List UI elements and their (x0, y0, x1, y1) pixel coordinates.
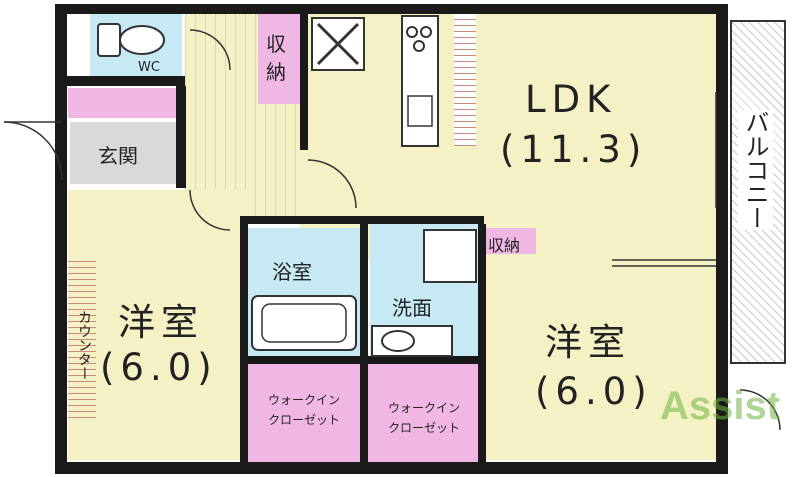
brick-strip (454, 14, 476, 146)
entrance-shoebox (68, 88, 176, 118)
balcony-label: バルコニー (738, 110, 773, 230)
ldk-size: (11.3) (500, 128, 648, 171)
storage-top (258, 12, 303, 104)
refrigerator-icon (311, 17, 365, 71)
wall-bath-left (240, 216, 248, 462)
ldk-label: LDK (525, 78, 617, 121)
windows (612, 92, 717, 267)
western-left-label: 洋室 (118, 301, 204, 344)
storage-top-label: 収 納 (266, 32, 286, 84)
wc-label: WC (138, 60, 160, 75)
wall-bath-right (478, 224, 486, 462)
washbasin-icon (371, 325, 453, 357)
western-right-label: 洋室 (545, 321, 631, 364)
western-left-size: (6.0) (100, 346, 218, 389)
wall-closet-top (244, 356, 484, 364)
storage-small-label: 収納 (488, 236, 521, 255)
walkin-closet-right (368, 364, 480, 462)
bathroom-label: 浴室 (272, 260, 312, 284)
wall-right (716, 4, 728, 474)
stove-icon (401, 15, 439, 147)
door-arcs (189, 29, 781, 431)
washing-machine-icon (423, 229, 477, 283)
counter-strip (68, 258, 96, 418)
wall-entrance-right (176, 86, 186, 188)
walkin-left-label: ウォークイン クローゼット (267, 393, 340, 427)
wall-bath-top (244, 216, 484, 224)
wall-wc-bottom (55, 76, 185, 86)
wall-ldk-left (300, 10, 308, 150)
wall-bath-mid (360, 224, 368, 462)
entrance-floor (70, 122, 176, 184)
counter-label: カウンター (76, 310, 92, 380)
washroom-label: 洗面 (392, 296, 432, 320)
entrance-door-icon (3, 121, 63, 181)
western-room-left (68, 190, 246, 460)
wall-bottom (55, 462, 727, 474)
walkin-right-label: ウォークイン クローゼット (387, 401, 460, 435)
entrance-label: 玄関 (98, 144, 138, 168)
storage-small (484, 228, 536, 254)
ldk-room-lower (478, 255, 720, 460)
watermark-logo: Assist (660, 384, 781, 428)
walkin-closet-left (248, 364, 360, 462)
toilet-icon (97, 23, 165, 57)
bathtub-icon (251, 295, 357, 351)
western-right-size: (6.0) (535, 370, 653, 413)
wall-top (55, 4, 725, 14)
